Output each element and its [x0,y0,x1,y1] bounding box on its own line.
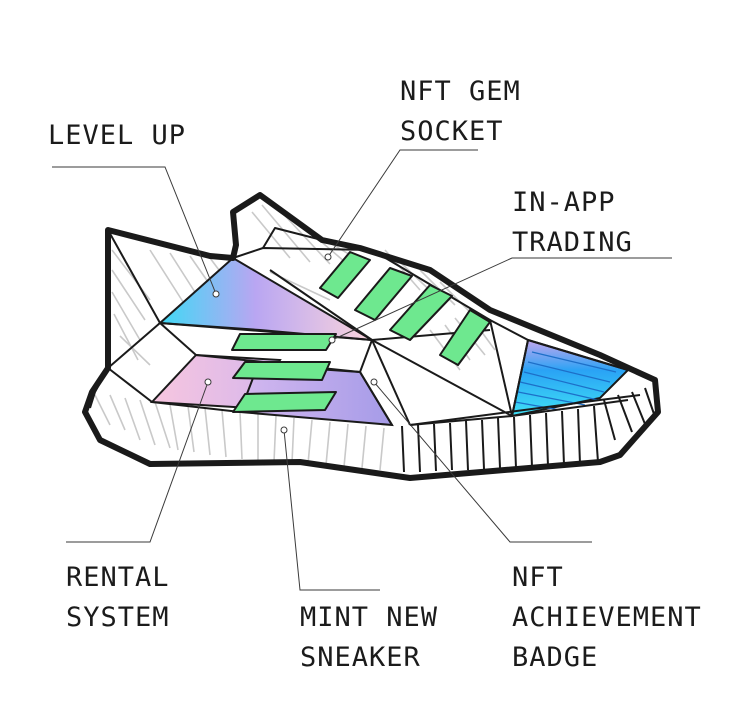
dot-badge [371,379,377,385]
label-mint-new-sneaker-line-1: MINT NEW [300,598,438,638]
leader-mint [284,430,380,590]
dot-gem-socket [325,254,331,260]
leader-gem-socket [328,150,478,257]
label-nft-gem-socket-line-2: SOCKET [400,112,521,152]
label-mint-new-sneaker: MINT NEW SNEAKER [300,598,438,678]
lace-2 [355,268,412,320]
dot-level-up [213,291,219,297]
lace-4 [440,310,490,365]
label-nft-achievement-badge-line-3: BADGE [512,638,702,678]
label-rental-system-line-2: SYSTEM [66,598,170,638]
label-rental-system: RENTAL SYSTEM [66,558,170,638]
lace-6 [233,362,330,380]
label-in-app-trading-line-1: IN-APP [512,183,633,223]
lace-7 [233,392,336,412]
label-level-up: LEVEL UP [48,116,186,156]
label-nft-achievement-badge-line-2: ACHIEVEMENT [512,598,702,638]
label-level-up-line-1: LEVEL UP [48,116,186,156]
lace-5 [232,334,336,350]
label-nft-achievement-badge: NFT ACHIEVEMENT BADGE [512,558,702,678]
label-nft-achievement-badge-line-1: NFT [512,558,702,598]
lace-3 [390,285,452,340]
dot-rental [205,379,211,385]
label-mint-new-sneaker-line-2: SNEAKER [300,638,438,678]
label-rental-system-line-1: RENTAL [66,558,170,598]
label-in-app-trading-line-2: TRADING [512,223,633,263]
dot-mint [281,427,287,433]
label-in-app-trading: IN-APP TRADING [512,183,633,263]
dot-trading [329,337,335,343]
label-nft-gem-socket: NFT GEM SOCKET [400,72,521,152]
label-nft-gem-socket-line-1: NFT GEM [400,72,521,112]
